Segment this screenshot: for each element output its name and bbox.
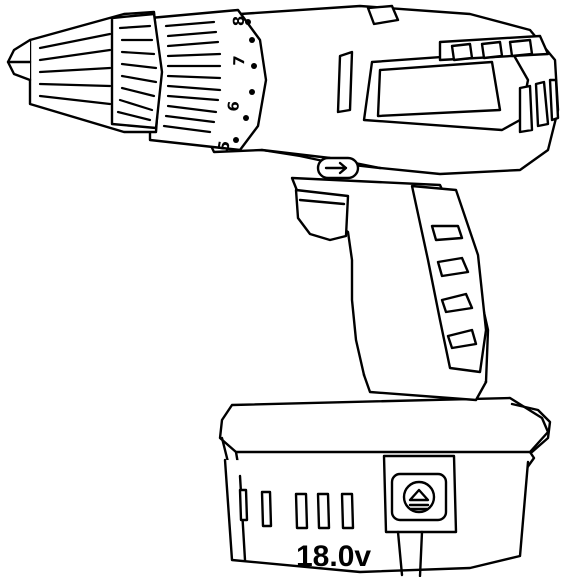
rubber-grip bbox=[410, 184, 488, 374]
clutch-number-6: 6 bbox=[224, 100, 243, 112]
trigger bbox=[294, 188, 350, 242]
battery-release-button bbox=[382, 454, 458, 534]
chuck bbox=[6, 10, 164, 134]
clutch-ring bbox=[148, 8, 268, 152]
clutch-number-7: 7 bbox=[230, 55, 248, 66]
clutch-number-8: 8 bbox=[230, 15, 248, 26]
battery-voltage-label: 18.0v bbox=[296, 540, 371, 573]
battery-pack bbox=[218, 396, 552, 578]
motor-vents bbox=[518, 78, 560, 134]
clutch-number-5: 5 bbox=[214, 139, 234, 152]
chuck-nose bbox=[6, 38, 32, 82]
clutch-scale bbox=[233, 19, 257, 143]
top-switch bbox=[366, 4, 400, 26]
forward-reverse-switch bbox=[316, 156, 360, 180]
drill-handle bbox=[290, 176, 490, 402]
bit-holder bbox=[438, 34, 550, 62]
